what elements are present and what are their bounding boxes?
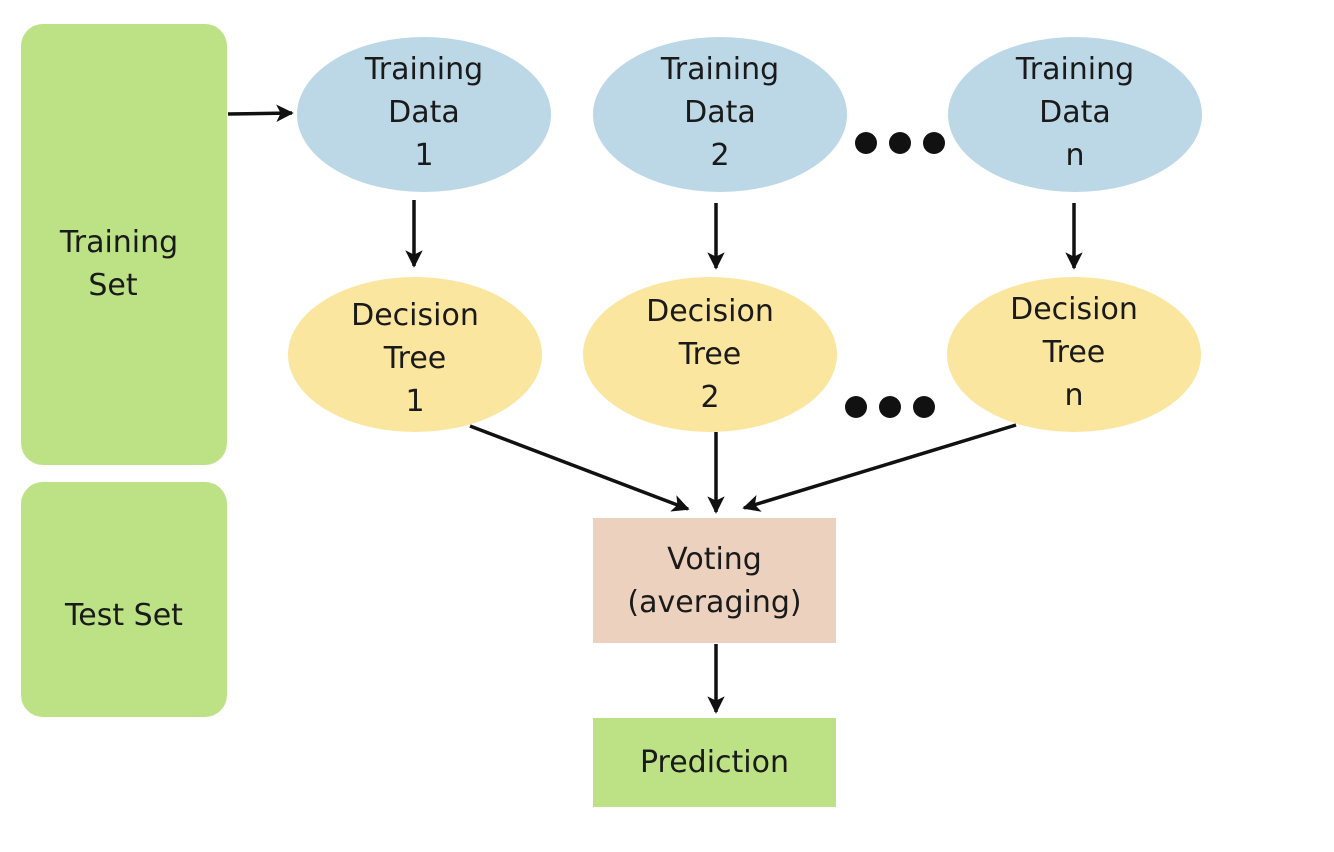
decision-tree-1-line: Decision [351, 298, 479, 333]
arrow-training-set-to-data-1 [227, 104, 294, 122]
training-set-label-line: Set [88, 267, 138, 303]
decision-tree-1-label: Decision Tree 1 [351, 294, 479, 423]
decision-tree-n-line: Decision [1010, 292, 1138, 327]
ellipsis-dot [913, 396, 935, 418]
voting-label-line: Voting [667, 541, 762, 577]
decision-tree-1-line: Tree [383, 341, 447, 376]
test-set-label: Test Set [65, 594, 183, 637]
training-data-n-line: Training [1015, 52, 1135, 87]
decision-tree-1-line: 1 [405, 384, 425, 419]
training-data-2-label: Training Data 2 [661, 48, 779, 177]
decision-tree-n-line: Tree [1042, 335, 1106, 370]
voting-label-line: (averaging) [627, 584, 802, 620]
decision-tree-2-line: Decision [646, 294, 774, 329]
training-data-2: Training Data 2 [593, 37, 847, 192]
ellipsis-dot [879, 396, 901, 418]
decision-tree-n: Decision Tree n [947, 277, 1201, 432]
test-set-label-line: Test Set [65, 598, 183, 633]
training-set-label-line: Training [59, 224, 179, 260]
training-data-1-line: 1 [414, 138, 434, 173]
training-data-1-label: Training Data 1 [365, 48, 483, 177]
decision-tree-n-line: n [1064, 378, 1084, 413]
training-set-box: Training Set [21, 24, 227, 465]
voting-box: Voting (averaging) [593, 518, 836, 643]
ellipsis-dot [889, 132, 911, 154]
training-set-label: Training Set [60, 221, 178, 307]
training-data-n-line: Data [1039, 95, 1111, 130]
arrow-tree-n-to-voting [742, 423, 1017, 512]
decision-tree-2-line: Tree [678, 337, 742, 372]
decision-tree-2-line: 2 [700, 380, 720, 415]
training-data-1-line: Training [364, 52, 484, 87]
training-data-1-line: Data [388, 95, 460, 130]
decision-tree-ellipsis [845, 396, 935, 418]
ellipsis-dot [845, 396, 867, 418]
ellipsis-dot [923, 132, 945, 154]
training-data-n-line: n [1065, 138, 1085, 173]
decision-tree-1: Decision Tree 1 [288, 277, 542, 432]
training-data-ellipsis [855, 132, 945, 154]
ellipsis-dot [855, 132, 877, 154]
training-data-n-label: Training Data n [1016, 48, 1134, 177]
decision-tree-2-label: Decision Tree 2 [646, 290, 774, 419]
prediction-box: Prediction [593, 718, 836, 807]
voting-label: Voting (averaging) [627, 538, 801, 624]
prediction-label-line: Prediction [639, 745, 790, 780]
decision-tree-2: Decision Tree 2 [583, 277, 837, 432]
training-data-1: Training Data 1 [297, 37, 551, 192]
decision-tree-n-label: Decision Tree n [1010, 288, 1138, 417]
training-data-2-line: Data [684, 95, 756, 130]
prediction-label: Prediction [640, 741, 789, 784]
arrow-tree-1-to-voting [469, 424, 690, 512]
training-data-2-line: Training [660, 52, 780, 87]
test-set-box: Test Set [21, 482, 227, 717]
training-data-n: Training Data n [948, 37, 1202, 192]
training-data-2-line: 2 [710, 138, 730, 173]
